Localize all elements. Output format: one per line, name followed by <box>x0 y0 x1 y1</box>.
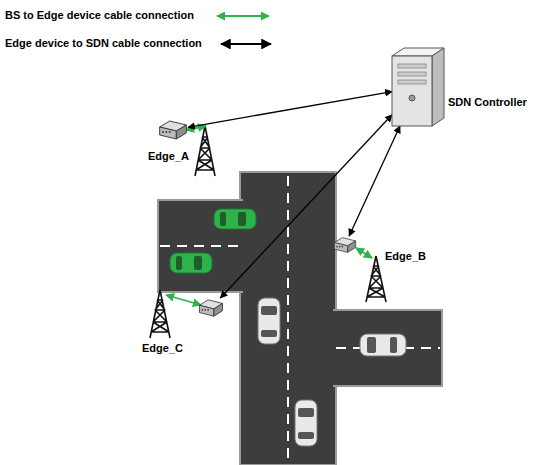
car-window <box>261 306 277 315</box>
legend-sample <box>219 37 273 51</box>
status-light <box>342 246 343 248</box>
car-window <box>194 256 202 270</box>
device-side <box>348 241 356 252</box>
base-station <box>366 256 386 302</box>
sdn-cable <box>349 126 400 236</box>
car-body <box>258 298 280 344</box>
status-light <box>207 309 208 311</box>
status-light <box>205 309 206 311</box>
status-light <box>162 131 164 133</box>
car-window <box>390 337 397 353</box>
sdn-controller: SDN Controller <box>392 48 444 126</box>
tower-symbol <box>366 256 386 302</box>
edge-device: Edge_A <box>158 119 188 141</box>
base-station <box>150 290 170 338</box>
status-light <box>202 309 203 311</box>
edge-device-icon <box>333 236 357 254</box>
car-body <box>295 400 317 446</box>
green-car <box>170 253 212 273</box>
bs-cable <box>186 126 206 130</box>
sdn-cable <box>188 92 392 128</box>
node-label: Edge_B <box>385 250 426 262</box>
power-button <box>409 95 415 101</box>
bs-cable <box>356 248 372 258</box>
edge-device: Edge_C <box>198 298 224 318</box>
edge-device-icon <box>158 119 188 141</box>
lane-marking <box>287 176 289 465</box>
car-window <box>261 330 277 337</box>
status-light <box>339 246 340 248</box>
drive-slot <box>398 72 426 76</box>
device-side <box>214 303 223 316</box>
legend-label: Edge device to SDN cable connection <box>5 37 202 49</box>
legend-sample <box>215 9 271 23</box>
car-window <box>238 212 246 226</box>
bs-cable <box>166 295 201 305</box>
car-body <box>214 209 256 229</box>
legend-line <box>217 15 269 17</box>
tower-symbol <box>150 290 170 338</box>
drive-slot <box>398 80 426 84</box>
car-window <box>298 432 314 439</box>
status-light <box>169 131 171 133</box>
green-car <box>214 209 256 229</box>
edge-device: Edge_B <box>333 236 357 254</box>
car-window <box>176 256 182 270</box>
lane-marking <box>160 245 240 247</box>
legend-line <box>221 43 271 45</box>
car-window <box>220 212 226 226</box>
sdn-controller-icon <box>392 48 444 126</box>
white-car <box>360 334 406 356</box>
sdn-cable <box>220 115 392 298</box>
status-light <box>166 131 168 133</box>
status-light <box>336 246 337 248</box>
device-front <box>160 127 177 139</box>
server-side <box>432 48 444 126</box>
device-front <box>334 243 347 253</box>
node-label: Edge_C <box>142 342 183 354</box>
car-body <box>170 253 212 273</box>
right-road <box>334 310 442 386</box>
base-station <box>195 126 215 176</box>
drive-slot <box>398 64 426 68</box>
car-window <box>367 337 376 353</box>
white-car <box>295 400 317 446</box>
car-body <box>360 334 406 356</box>
legend-label: BS to Edge device cable connection <box>5 9 194 21</box>
node-label: Edge_A <box>148 150 189 162</box>
car-window <box>298 408 314 417</box>
node-label: SDN Controller <box>448 96 527 108</box>
device-front <box>199 305 213 316</box>
road-network <box>158 172 442 465</box>
server-front <box>392 56 432 126</box>
device-side <box>176 125 186 139</box>
tower-symbol <box>195 126 215 176</box>
edge-device-icon <box>198 298 224 318</box>
white-car <box>258 298 280 344</box>
